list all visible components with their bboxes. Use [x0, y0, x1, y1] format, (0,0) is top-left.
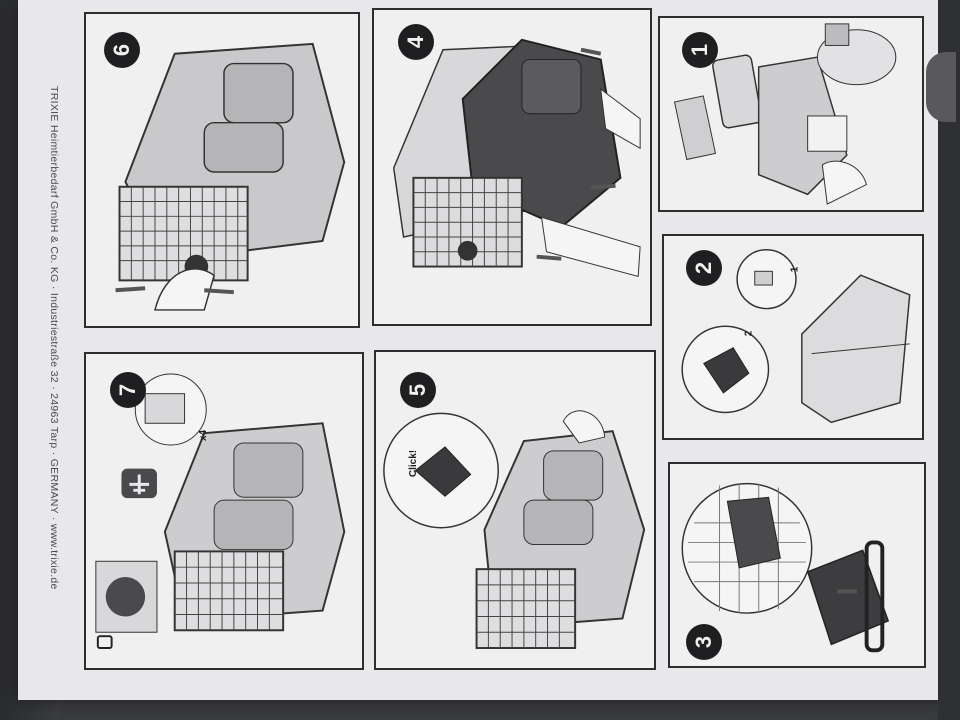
click-annotation: Click!	[408, 449, 420, 478]
footer-text: TRIXIE Heimtierbedarf GmbH & Co. KG · In…	[48, 86, 60, 590]
company-footer: TRIXIE Heimtierbedarf GmbH & Co. KG · In…	[46, 86, 62, 660]
instruction-sheet: TRIXIE Heimtierbedarf GmbH & Co. KG · In…	[18, 0, 948, 700]
step-number-badge: 1	[682, 32, 718, 68]
step-2-panel: 1 2 2	[662, 234, 924, 440]
step-7-panel: x4 7	[84, 352, 364, 670]
step-4-panel: 4	[372, 8, 652, 326]
step-3-panel: 3	[668, 462, 926, 668]
step-7-illustration	[95, 373, 346, 649]
step-number-badge: 6	[104, 32, 140, 68]
step-3-illustration	[681, 482, 890, 653]
background-right	[938, 0, 960, 720]
step-number-badge: 3	[686, 624, 722, 660]
step-number-badge: 2	[686, 250, 722, 286]
step-1-panel: 1	[658, 16, 924, 212]
step-6-panel: 6	[84, 12, 360, 328]
step-1-illustration	[673, 23, 897, 205]
step-number-badge: 4	[398, 24, 434, 60]
sub-step-label-1: 1	[789, 266, 801, 273]
step-number-badge: 5	[400, 372, 436, 408]
edge-object	[926, 52, 956, 122]
step-5-illustration	[383, 410, 646, 649]
step-2-illustration	[681, 248, 911, 424]
sub-step-label-2: 2	[743, 330, 755, 337]
screw-count-label: x4	[198, 429, 210, 442]
step-5-panel: Click! 5	[374, 350, 656, 670]
step-6-illustration	[115, 42, 346, 311]
step-number-badge: 7	[110, 372, 146, 408]
step-4-illustration	[392, 38, 641, 278]
